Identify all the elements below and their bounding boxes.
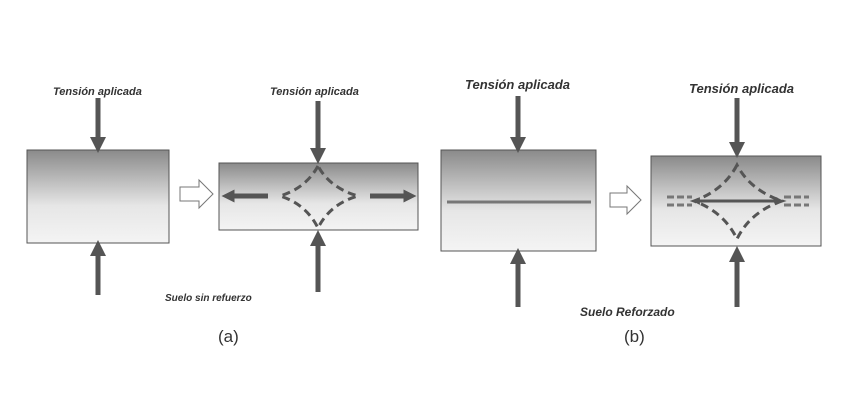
reinforcement-layer-b-deformed: [667, 195, 809, 207]
caption-b: (b): [624, 327, 645, 346]
soil-label-reinforced: Suelo Reforzado: [580, 305, 675, 319]
transition-arrow-a: [179, 178, 214, 210]
stress-label-a-right: Tensión aplicada: [270, 86, 359, 98]
stress-label-a-left: Tensión aplicada: [53, 86, 142, 98]
stress-label-b-right: Tensión aplicada: [689, 81, 794, 96]
transition-arrow-b: [609, 184, 642, 216]
block-b-initial: [440, 149, 597, 252]
stress-label-b-left: Tensión aplicada: [465, 77, 570, 92]
failure-wedge-a: [274, 162, 364, 232]
block-a-initial: [26, 149, 170, 244]
failure-wedge-b: [689, 161, 787, 243]
caption-a: (a): [218, 327, 239, 346]
soil-label-unreinforced: Suelo sin refuerzo: [165, 293, 252, 304]
